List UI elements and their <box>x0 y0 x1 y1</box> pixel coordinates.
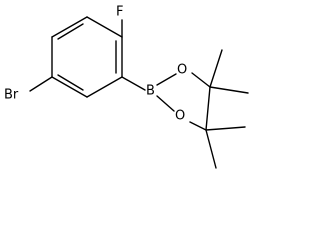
benzene-ring <box>51 16 123 98</box>
methyl-bond-1 <box>209 49 223 88</box>
bond-c-bromine <box>29 76 53 92</box>
bond-boron-oxygen-upper <box>156 73 177 86</box>
ring-bond-c5-c6 <box>86 76 123 98</box>
bond-boron-oxygen-lower <box>156 95 175 112</box>
methyl-bond-3 <box>205 126 246 131</box>
methyl-groups <box>205 49 249 169</box>
molecule-structure-diagram: F Br B O O <box>4 5 249 169</box>
bond-oxygen-upper-carbon <box>191 72 211 88</box>
bond-carbon-carbon <box>205 86 211 131</box>
boron-atom-label: B <box>146 84 155 99</box>
ring-double-bond-inner-2 <box>57 23 84 40</box>
dioxaborolane-ring <box>156 72 211 131</box>
methyl-bond-4 <box>205 129 217 169</box>
bond-oxygen-lower-carbon <box>189 121 207 131</box>
oxygen-upper-atom-label: O <box>177 63 187 78</box>
oxygen-lower-atom-label: O <box>175 109 185 124</box>
methyl-bond-2 <box>209 86 249 94</box>
bond-c-boron <box>121 76 146 91</box>
ring-bond-c4-c5 <box>51 76 88 98</box>
ring-bond-c2-c3 <box>51 16 88 38</box>
ring-bond-c1-c2 <box>86 16 123 38</box>
ring-double-bond-inner-3 <box>57 74 84 91</box>
fluorine-atom-label: F <box>116 5 123 20</box>
bromine-atom-label: Br <box>4 88 19 103</box>
